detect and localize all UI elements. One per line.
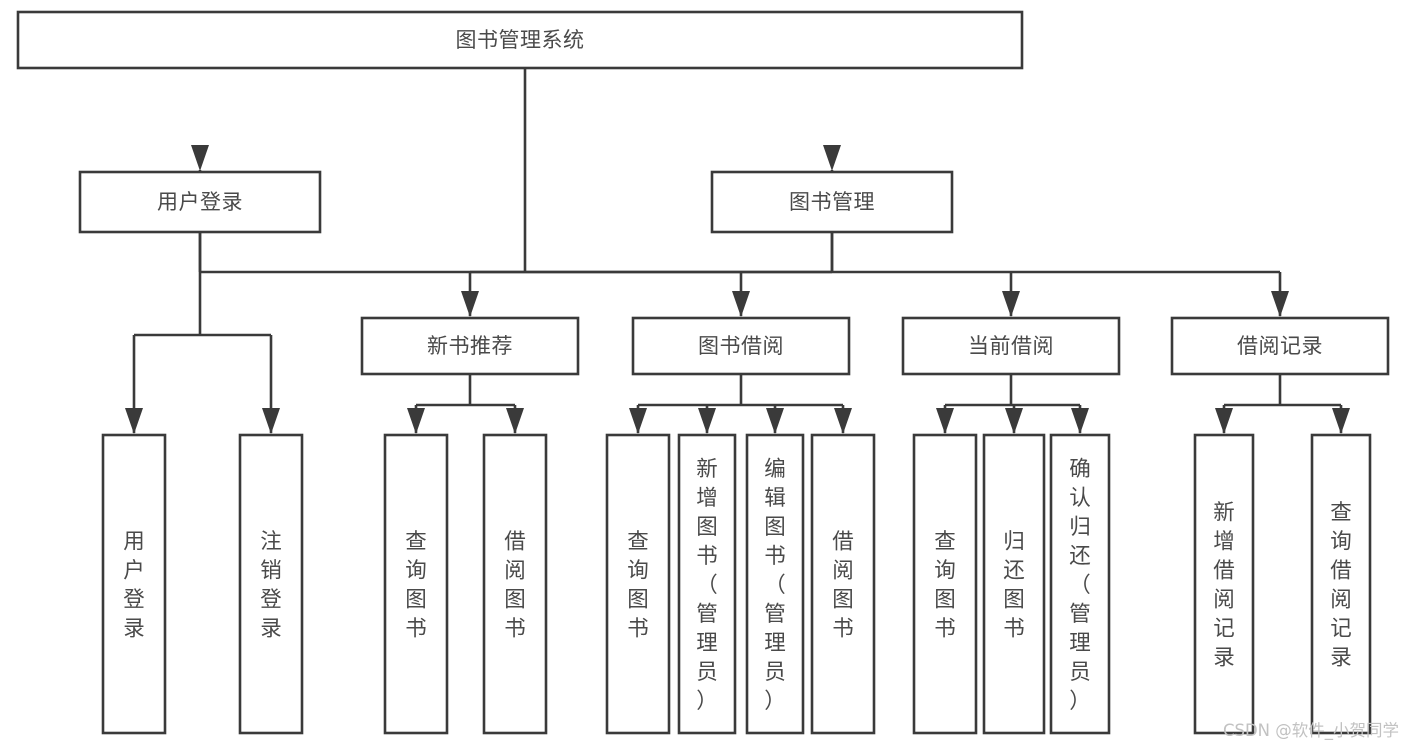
arrow-head-icon <box>125 408 143 434</box>
node-leaf-confirm-return[interactable]: 确认归还（管理员） <box>1049 433 1111 735</box>
node-label: 查询图书 <box>934 530 956 642</box>
arrow-head-icon <box>191 145 209 171</box>
node-leaf-logout[interactable]: 注销登录 <box>238 433 304 735</box>
node-box <box>605 433 671 735</box>
node-leaf-edit-book[interactable]: 编辑图书（管理员） <box>745 433 805 735</box>
node-label: 查询借阅记录 <box>1330 501 1352 671</box>
node-box <box>745 433 805 735</box>
node-label: 归还图书 <box>1003 530 1025 642</box>
node-box <box>810 433 876 735</box>
node-box <box>1170 316 1390 376</box>
node-borrow-record[interactable]: 借阅记录 <box>1170 316 1390 376</box>
node-leaf-query-book-2[interactable]: 查询图书 <box>605 433 671 735</box>
arrow-head-icon <box>936 408 954 434</box>
arrow-head-icon <box>834 408 852 434</box>
arrow-head-icon <box>1005 408 1023 434</box>
arrow-head-icon <box>766 408 784 434</box>
node-new-book-rec[interactable]: 新书推荐 <box>360 316 580 376</box>
node-leaf-return-book[interactable]: 归还图书 <box>982 433 1046 735</box>
arrow-head-icon <box>1071 408 1089 434</box>
node-book-manage[interactable]: 图书管理 <box>710 170 954 234</box>
arrow-head-icon <box>629 408 647 434</box>
node-label: 借阅记录 <box>1237 334 1323 358</box>
node-box <box>710 170 954 234</box>
node-label: 图书管理系统 <box>456 28 585 52</box>
node-box <box>383 433 449 735</box>
node-leaf-query-record[interactable]: 查询借阅记录 <box>1310 433 1372 735</box>
node-leaf-add-record[interactable]: 新增借阅记录 <box>1193 433 1255 735</box>
node-book-borrow[interactable]: 图书借阅 <box>631 316 851 376</box>
node-leaf-query-book-1[interactable]: 查询图书 <box>383 433 449 735</box>
node-leaf-query-book-3[interactable]: 查询图书 <box>912 433 978 735</box>
node-label: 查询图书 <box>627 530 649 642</box>
node-box <box>1310 433 1372 735</box>
node-leaf-user-login[interactable]: 用户登录 <box>101 433 167 735</box>
node-label: 查询图书 <box>405 530 427 642</box>
arrow-head-icon <box>262 408 280 434</box>
node-label: 编辑图书（管理员） <box>764 457 786 714</box>
node-box <box>677 433 737 735</box>
arrow-head-icon <box>1271 291 1289 317</box>
node-label: 借阅图书 <box>832 530 854 642</box>
arrow-head-icon <box>1332 408 1350 434</box>
node-box <box>78 170 322 234</box>
node-user-login[interactable]: 用户登录 <box>78 170 322 234</box>
node-box <box>1049 433 1111 735</box>
node-box <box>360 316 580 376</box>
connector-layer <box>125 68 1350 434</box>
arrow-head-icon <box>506 408 524 434</box>
node-label: 图书借阅 <box>698 334 784 358</box>
node-label: 新书推荐 <box>427 334 513 358</box>
node-label: 新增借阅记录 <box>1213 501 1235 671</box>
arrow-head-icon <box>407 408 425 434</box>
arrow-head-icon <box>1215 408 1233 434</box>
node-leaf-borrow-book-1[interactable]: 借阅图书 <box>482 433 548 735</box>
node-box <box>912 433 978 735</box>
node-leaf-borrow-book-2[interactable]: 借阅图书 <box>810 433 876 735</box>
node-label: 当前借阅 <box>968 334 1054 358</box>
node-box <box>238 433 304 735</box>
node-box <box>901 316 1121 376</box>
node-box <box>982 433 1046 735</box>
node-box <box>1193 433 1255 735</box>
node-leaf-add-book[interactable]: 新增图书（管理员） <box>677 433 737 735</box>
arrow-head-icon <box>1002 291 1020 317</box>
node-label: 借阅图书 <box>504 530 526 642</box>
node-label: 确认归还（管理员） <box>1069 457 1091 714</box>
node-layer: 图书管理系统用户登录图书管理新书推荐图书借阅当前借阅借阅记录用户登录注销登录查询… <box>16 10 1390 735</box>
node-label: 用户登录 <box>123 530 145 642</box>
node-label: 注销登录 <box>260 530 282 642</box>
node-box <box>101 433 167 735</box>
node-box <box>16 10 1024 70</box>
node-label: 新增图书（管理员） <box>696 457 718 714</box>
arrow-head-icon <box>732 291 750 317</box>
node-box <box>631 316 851 376</box>
node-label: 用户登录 <box>157 190 243 214</box>
arrow-head-icon <box>823 145 841 171</box>
node-label: 图书管理 <box>789 190 875 214</box>
node-box <box>482 433 548 735</box>
node-root[interactable]: 图书管理系统 <box>16 10 1024 70</box>
arrow-head-icon <box>698 408 716 434</box>
arrow-head-icon <box>461 291 479 317</box>
node-current-borrow[interactable]: 当前借阅 <box>901 316 1121 376</box>
